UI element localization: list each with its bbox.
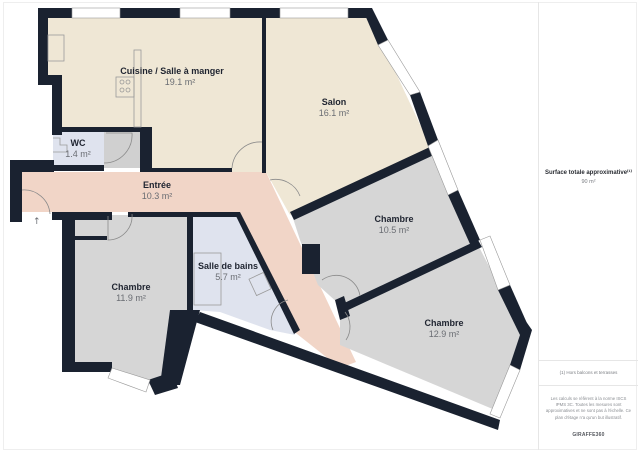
room-label-chambre-2: Chambre 11.9 m² xyxy=(111,282,150,304)
room-label-cuisine: Cuisine / Salle à manger 19.1 m² xyxy=(120,66,224,88)
room-name: Chambre xyxy=(424,318,464,328)
doors xyxy=(21,132,361,341)
entrance-arrow-icon: ↑ xyxy=(33,217,41,227)
room-name: WC xyxy=(70,138,86,148)
room-wc-vestibule-fill xyxy=(104,132,140,168)
room-name: Chambre xyxy=(111,282,151,292)
floor-plan-drawing: ↑ xyxy=(10,7,532,430)
room-name: Cuisine / Salle à manger xyxy=(120,66,224,76)
room-area: 16.1 m² xyxy=(318,107,350,118)
room-area: 12.9 m² xyxy=(428,328,460,339)
windows xyxy=(71,7,521,419)
room-entree-fill xyxy=(22,172,356,368)
room-label-entree: Entrée 10.3 m² xyxy=(142,180,173,202)
divider xyxy=(539,360,638,361)
divider xyxy=(539,385,638,386)
room-label-salle-de-bains: Salle de bains 5.7 m² xyxy=(198,261,258,283)
info-sidebar: Surface totale approximative⁽¹⁾ 90 m² (1… xyxy=(538,2,638,450)
room-area: 10.3 m² xyxy=(141,190,173,201)
room-wc-fill xyxy=(53,132,104,168)
footnote: (1) Hors balcons et terrasses xyxy=(559,370,618,375)
room-label-wc: WC 1.4 m² xyxy=(65,138,91,160)
room-area: 19.1 m² xyxy=(164,76,196,87)
kitchen-sink-icon xyxy=(47,34,65,62)
room-chambre1-fill xyxy=(292,150,478,305)
room-name: Chambre xyxy=(374,214,414,224)
total-area-title: Surface totale approximative⁽¹⁾ xyxy=(545,170,632,176)
room-area: 5.7 m² xyxy=(215,271,241,282)
disclaimer: Les calculs se réfèrent à la norme ISCS … xyxy=(545,396,632,420)
room-label-salon: Salon 16.1 m² xyxy=(319,97,350,119)
room-label-chambre-1: Chambre 10.5 m² xyxy=(374,214,413,236)
floor-plan: ↑ Cuisine / Salle à manger 19.1 m² Salon… xyxy=(10,7,532,430)
room-cuisine-fill xyxy=(48,18,262,172)
brand-logo: GIRAFFE360 xyxy=(572,432,605,438)
wc-toilet-icon xyxy=(53,137,68,153)
room-area: 11.9 m² xyxy=(116,292,146,303)
room-name: Salle de bains xyxy=(197,261,259,271)
sink-bath-icon xyxy=(248,271,272,297)
room-chambre3-fill xyxy=(340,245,522,410)
room-chambre2-fill xyxy=(75,215,187,385)
room-name: Entrée xyxy=(142,180,172,190)
room-area: 10.5 m² xyxy=(378,224,410,235)
room-area: 1.4 m² xyxy=(65,148,91,159)
total-area-value: 90 m² xyxy=(581,179,596,185)
page-frame xyxy=(3,2,637,450)
shower-icon xyxy=(193,252,222,306)
stove-icon xyxy=(115,76,135,98)
fixtures xyxy=(47,34,272,306)
room-label-chambre-3: Chambre 12.9 m² xyxy=(424,318,463,340)
room-name: Salon xyxy=(321,97,347,107)
